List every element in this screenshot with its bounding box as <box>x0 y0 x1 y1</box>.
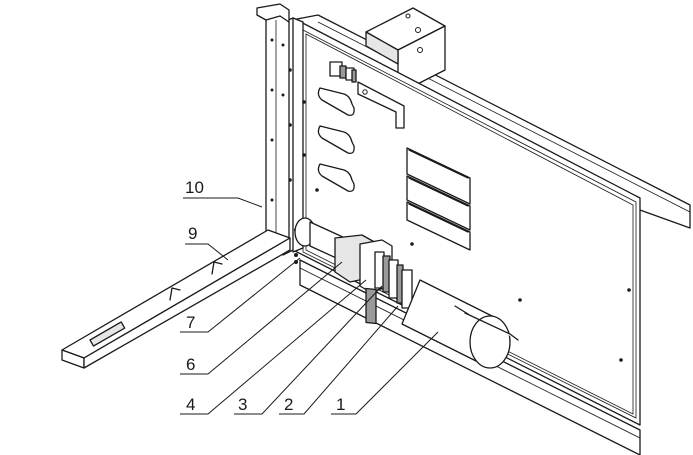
callout-9: 9 <box>188 224 197 243</box>
top-bracket <box>365 7 446 95</box>
callout-2: 2 <box>284 395 293 414</box>
cylinder <box>401 279 519 369</box>
plate-windows <box>406 147 471 251</box>
leader-lines <box>180 197 439 415</box>
callout-10: 10 <box>185 178 204 197</box>
callout-7: 7 <box>186 313 195 332</box>
callout-1: 1 <box>336 395 345 414</box>
callout-labels: 10 9 7 6 4 3 2 1 <box>185 178 345 414</box>
motor-assembly <box>334 234 413 325</box>
callout-3: 3 <box>238 395 247 414</box>
top-fitting <box>329 61 405 129</box>
plate-slots <box>317 87 355 192</box>
foot-bar <box>61 229 291 369</box>
callout-4: 4 <box>186 395 195 414</box>
callout-6: 6 <box>186 355 195 374</box>
rear-frame <box>256 3 290 253</box>
